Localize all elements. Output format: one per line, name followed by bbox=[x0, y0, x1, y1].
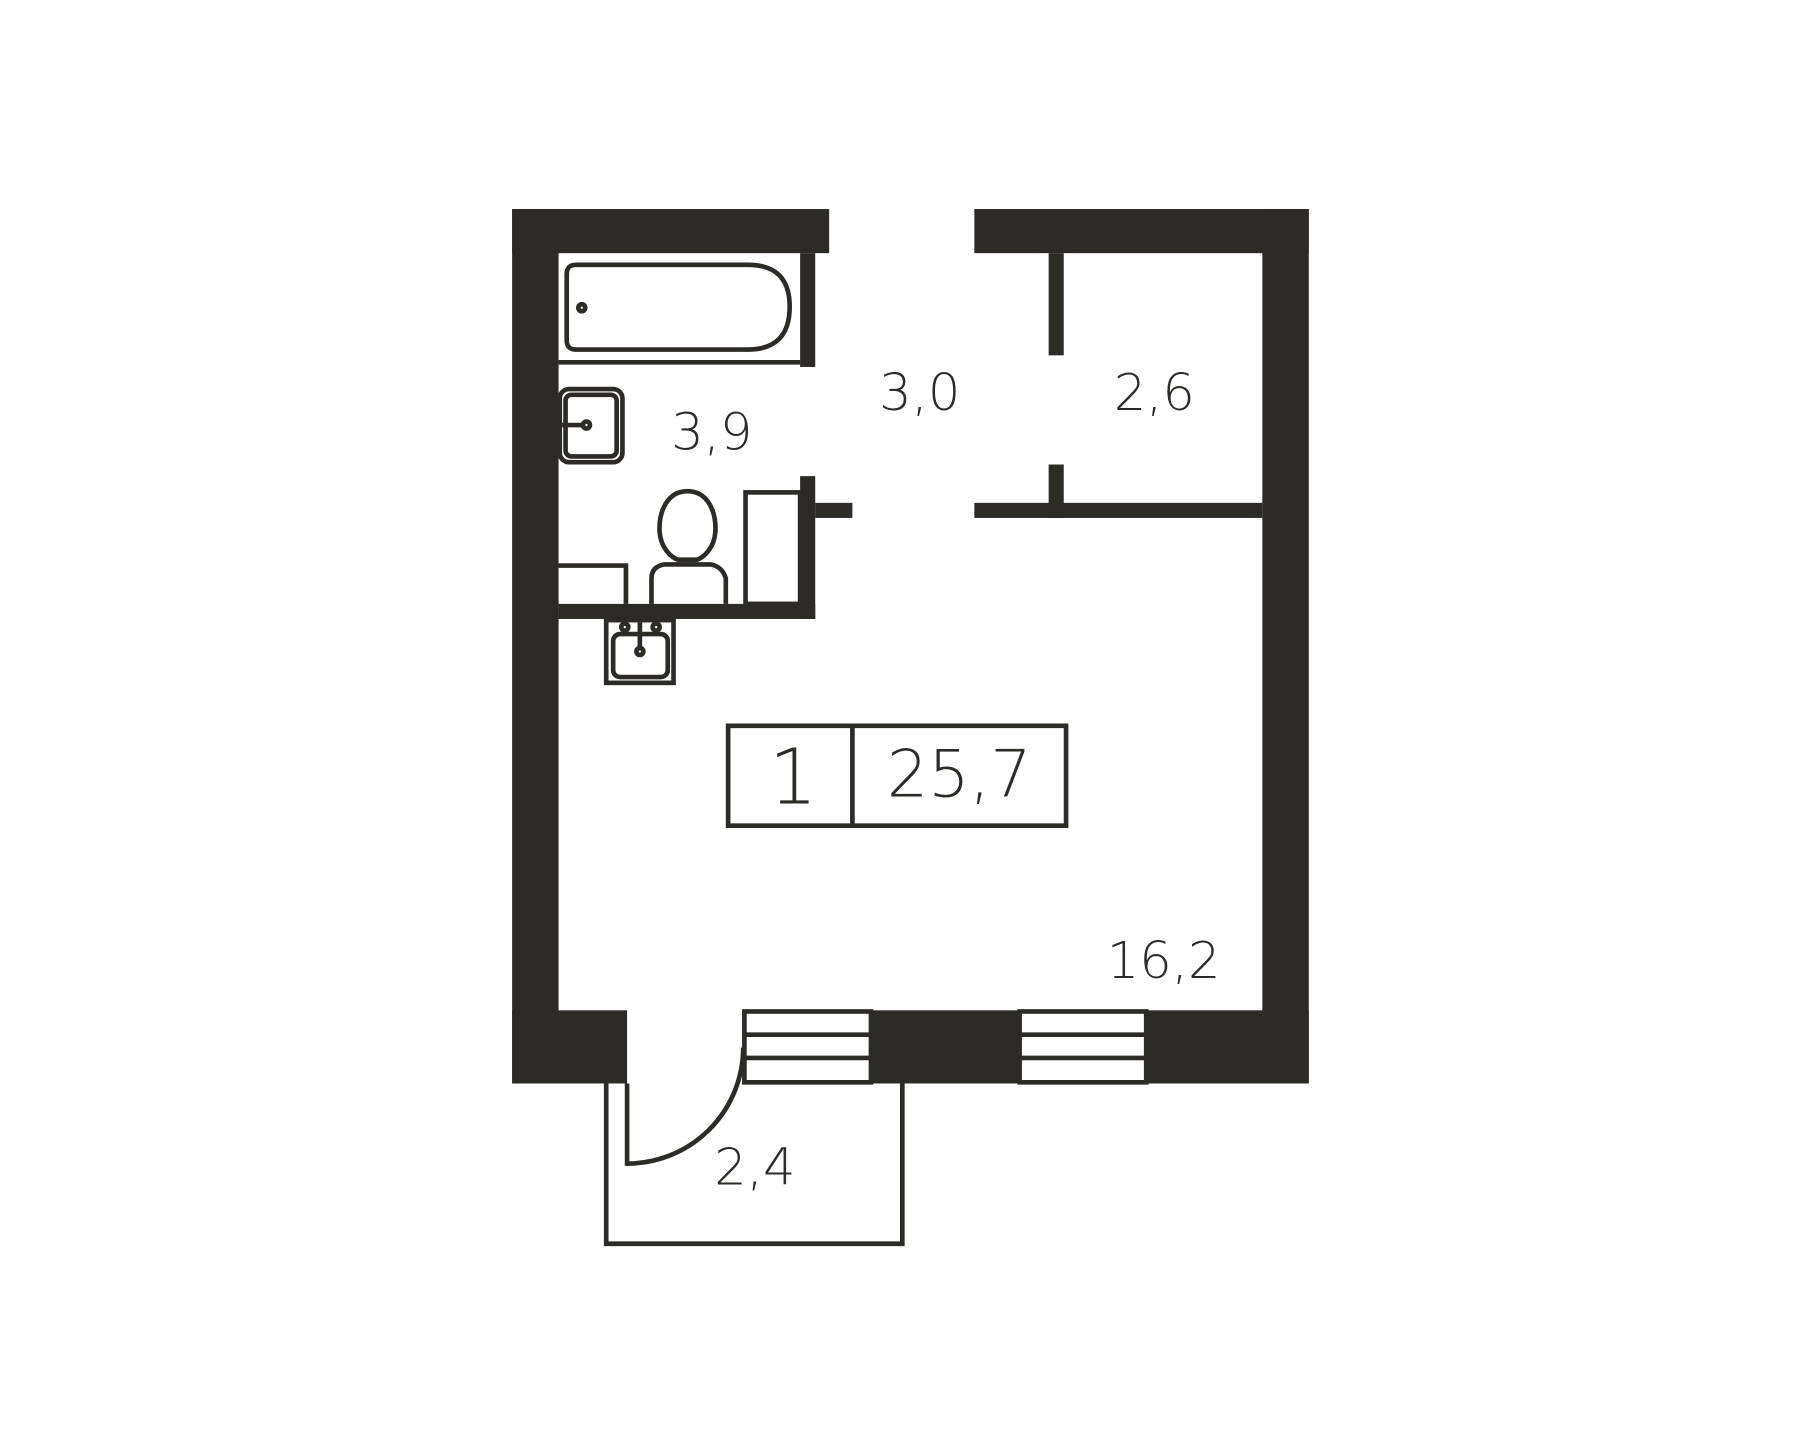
wall-bottom-middle bbox=[870, 1010, 1020, 1084]
closet-area-label: 2,6 bbox=[1114, 364, 1195, 423]
summary-box: 1 25,7 bbox=[725, 723, 1069, 828]
toilet bbox=[649, 488, 729, 604]
windows bbox=[742, 1009, 1149, 1085]
kitchen-sink bbox=[603, 617, 676, 686]
wall-left bbox=[512, 209, 559, 1084]
wall-bottom-right bbox=[1146, 1010, 1309, 1084]
bathtub bbox=[564, 262, 793, 352]
bath-partition-lower bbox=[800, 476, 816, 619]
shaft-box bbox=[743, 490, 803, 607]
washbasin bbox=[557, 386, 625, 465]
bathtub-drain bbox=[576, 301, 588, 314]
wall-top-left bbox=[512, 209, 830, 254]
window-left bbox=[742, 1009, 874, 1085]
bath-bottom-wall bbox=[558, 603, 816, 619]
living-room-area-label: 16,2 bbox=[1107, 932, 1221, 991]
bathroom-area-label: 3,9 bbox=[671, 403, 752, 462]
hallway-area-label: 3,0 bbox=[879, 364, 960, 423]
closet-partition-lower bbox=[1048, 464, 1064, 518]
total-area: 25,7 bbox=[887, 738, 1032, 813]
balcony bbox=[603, 1047, 905, 1247]
closet-partition-upper bbox=[1048, 253, 1064, 356]
wall-top-right bbox=[974, 209, 1309, 254]
balcony-area-label: 2,4 bbox=[714, 1139, 795, 1198]
rooms-count: 1 bbox=[769, 734, 818, 823]
window-right bbox=[1017, 1009, 1149, 1085]
walls bbox=[512, 209, 1309, 1084]
wall-right bbox=[1262, 209, 1309, 1084]
wall-bottom-left bbox=[512, 1010, 628, 1084]
area-labels: 3,9 3,0 2,6 16,2 2,4 bbox=[671, 364, 1220, 1198]
bath-partition-upper bbox=[800, 253, 816, 367]
bathroom-fixtures bbox=[557, 262, 803, 607]
balcony-door-swing bbox=[624, 1047, 746, 1166]
bath-partition-stub bbox=[815, 502, 853, 518]
closet-bottom-wall bbox=[974, 502, 1263, 518]
